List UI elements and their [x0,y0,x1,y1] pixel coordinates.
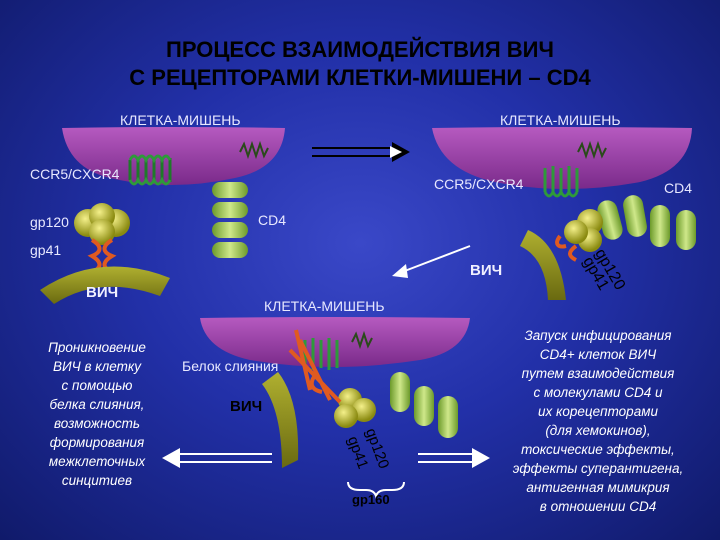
description-left-line: ВИЧ в клетку [52,359,141,374]
cd4-receptor-bottom [390,372,458,438]
cd4-receptor-right [597,195,696,250]
description-left-line: синцитиев [61,473,133,488]
page-title-line1: ПРОЦЕСС ВЗАИМОДЕЙСТВИЯ ВИЧ [166,37,554,62]
page-title-line2: С РЕЦЕПТОРАМИ КЛЕТКИ-МИШЕНИ – CD4 [129,65,591,90]
cell-membrane-bottom [200,317,470,367]
description-left-line: возможность [53,416,141,431]
description-left-line: формирования [49,435,145,450]
description-right: Запуск инфицирования CD4+ клеток ВИЧ пут… [478,326,718,516]
panel-bottom [200,317,470,500]
cell-membrane [62,127,285,185]
gp160-label: gp160 [352,492,390,507]
receptor-spring-right [577,140,607,160]
receptor-spring-bottom [351,330,373,350]
coreceptor [128,154,172,186]
virus-label-bottom: ВИЧ [230,398,263,415]
gp120-label-left: gp120 [30,214,69,230]
coreceptor-label-left: CCR5/CXCR4 [30,166,120,182]
receptor-spring [239,140,269,160]
gp120-spike-bottom [334,388,376,428]
virus-label-left: ВИЧ [86,284,119,301]
description-left-line: белка слияния, [49,397,145,412]
gp120-spike-right [564,209,603,252]
virus-envelope-right [520,230,566,300]
panel-left [40,127,285,304]
gp160-brace [347,481,405,500]
virus-label-right: ВИЧ [470,262,503,279]
cell-label-left: КЛЕТКА-МИШЕНЬ [120,112,241,128]
panel-right [432,127,696,300]
description-right-line: (для хемокинов), [545,423,651,438]
description-right-line: путем взаимодействия [521,366,675,381]
description-right-line: токсические эффекты, [521,442,675,457]
description-right-line: их корецепторами [538,404,658,419]
gp120-spike [74,203,130,245]
arrow-left [162,448,272,468]
description-right-line: с молекулами CD4 и [533,385,663,400]
cd4-receptor [212,182,248,258]
description-left: Проникновение ВИЧ в клетку с помощью бел… [22,338,172,490]
arrow-down-left [392,245,471,278]
coreceptor-label-right: CCR5/CXCR4 [434,176,524,192]
cell-label-right: КЛЕТКА-МИШЕНЬ [500,112,621,128]
arrow-right-bottom [418,448,490,468]
fusion-protein [288,329,342,404]
gp41-label-left: gp41 [30,242,62,258]
description-right-line: в отношении CD4 [539,499,657,514]
cell-membrane-right [432,127,692,189]
virus-envelope-bottom [262,372,299,468]
coreceptor-right [543,166,579,198]
description-left-line: Проникновение [48,340,146,355]
cd4-label-left: CD4 [258,212,287,228]
gp41-coil-right [555,234,578,262]
virus-envelope [40,266,170,304]
arrow-right [312,142,410,162]
description-left-line: с помощью [61,378,133,393]
fusion-protein-label: Белок слияния [182,358,279,374]
cd4-label-right: CD4 [664,180,693,196]
description-right-line: эффекты суперантигена, [512,461,684,476]
description-right-line: Запуск инфицирования [524,328,672,343]
description-right-line: антигенная мимикрия [526,480,670,495]
description-right-line: CD4+ клеток ВИЧ [539,347,657,362]
cell-label-bottom: КЛЕТКА-МИШЕНЬ [264,298,385,314]
description-left-line: межклеточных [48,454,146,469]
